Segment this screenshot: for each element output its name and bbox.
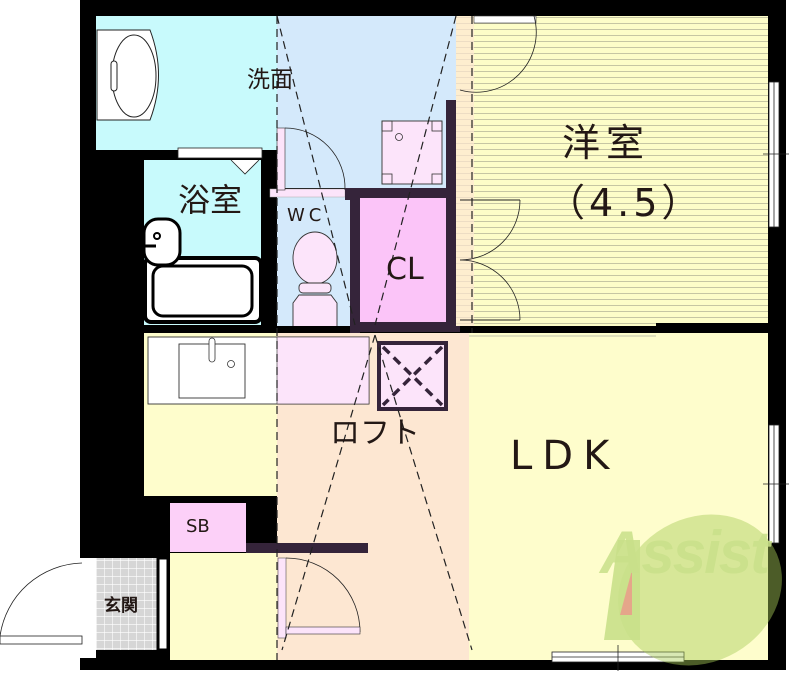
room-label-closet: CL <box>386 252 424 287</box>
room-label-entrance: 玄関 <box>104 596 138 616</box>
room-label-washroom: 洗面 <box>247 67 293 93</box>
entrance-area <box>96 558 158 650</box>
room-label-bedroom: 洋室 <box>562 121 651 165</box>
bedroom-area <box>456 16 768 326</box>
bathtub-icon <box>143 256 263 324</box>
room-label-ldk: LDK <box>510 433 620 479</box>
room-label-shoe-box: SB <box>186 516 210 537</box>
room-size-bedroom: （4.5） <box>547 181 704 225</box>
logo-watermark-circle <box>618 514 782 666</box>
shoe-box-area <box>170 503 246 552</box>
closet-area <box>360 198 456 324</box>
room-label-wc: WC <box>287 205 326 226</box>
faucet-icon <box>142 217 182 267</box>
assist-logo-watermark: Assist <box>600 519 770 586</box>
room-label-loft: ロフト <box>330 416 420 451</box>
kitchen-sink-icon <box>147 336 370 405</box>
washing-machine-icon <box>96 29 159 121</box>
room-label-bathroom: 浴室 <box>178 181 243 219</box>
toilet-icon <box>292 231 338 326</box>
loft-hatch-icon <box>377 341 448 411</box>
